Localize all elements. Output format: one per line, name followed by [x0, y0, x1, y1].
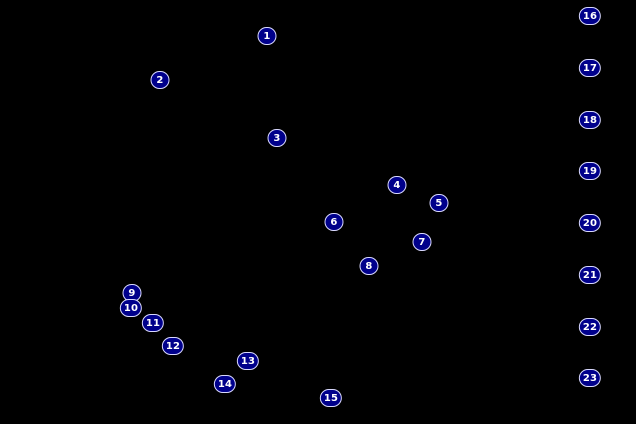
mark-label: 21 — [582, 269, 598, 281]
mark-label: 7 — [418, 236, 426, 248]
mark-label: 15 — [323, 392, 339, 404]
mark-label: 6 — [330, 216, 338, 228]
mark-label: 1 — [263, 30, 271, 42]
mark-label: 11 — [145, 317, 161, 329]
mark-label: 8 — [365, 260, 373, 272]
mark-label: 5 — [435, 197, 443, 209]
mark-label: 23 — [582, 372, 598, 384]
mark-badge[interactable]: 15 — [319, 389, 343, 407]
mark-label: 14 — [217, 378, 233, 390]
mark-badge[interactable]: 12 — [161, 337, 185, 355]
mark-label: 16 — [582, 10, 598, 22]
mark-badge[interactable]: 18 — [578, 111, 602, 129]
mark-badge[interactable]: 22 — [578, 318, 602, 336]
mark-badge[interactable]: 20 — [578, 214, 602, 232]
mark-badge[interactable]: 1 — [257, 27, 277, 45]
mark-badge[interactable]: 5 — [429, 194, 449, 212]
mark-badge[interactable]: 4 — [387, 176, 407, 194]
mark-badge[interactable]: 13 — [236, 352, 260, 370]
mark-label: 17 — [582, 62, 598, 74]
mark-badge[interactable]: 10 — [119, 299, 143, 317]
mark-badge[interactable]: 16 — [578, 7, 602, 25]
mark-label: 2 — [156, 74, 164, 86]
mark-label: 22 — [582, 321, 598, 333]
mark-badge[interactable]: 19 — [578, 162, 602, 180]
mark-badge[interactable]: 23 — [578, 369, 602, 387]
mark-badge[interactable]: 3 — [267, 129, 287, 147]
mark-badge[interactable]: 7 — [412, 233, 432, 251]
mark-label: 10 — [123, 302, 139, 314]
mark-label: 18 — [582, 114, 598, 126]
mark-badge[interactable]: 21 — [578, 266, 602, 284]
mark-label: 4 — [393, 179, 401, 191]
mark-label: 9 — [128, 287, 136, 299]
mark-label: 3 — [273, 132, 281, 144]
mark-label: 20 — [582, 217, 598, 229]
mark-label: 13 — [240, 355, 256, 367]
mark-label: 12 — [165, 340, 181, 352]
mark-badge[interactable]: 14 — [213, 375, 237, 393]
mark-badge[interactable]: 2 — [150, 71, 170, 89]
mark-label: 19 — [582, 165, 598, 177]
mark-badge[interactable]: 8 — [359, 257, 379, 275]
mark-badge[interactable]: 6 — [324, 213, 344, 231]
mark-badge[interactable]: 11 — [141, 314, 165, 332]
mark-badge[interactable]: 17 — [578, 59, 602, 77]
